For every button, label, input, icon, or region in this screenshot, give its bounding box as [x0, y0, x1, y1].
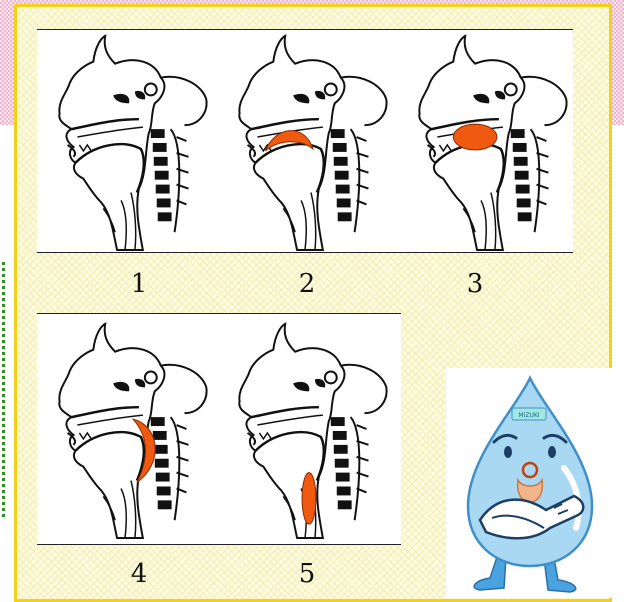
articulation-diagram-4 [37, 313, 217, 545]
highlight-shape-3 [453, 124, 497, 150]
diagram-label-2: 2 [287, 269, 327, 299]
dotted-divider [2, 262, 9, 517]
diagram-label-1: 1 [119, 269, 159, 299]
highlight-shape-5 [302, 473, 316, 525]
articulation-diagram-2 [217, 29, 397, 253]
diagram-label-5: 5 [287, 559, 327, 589]
diagram-label-3: 3 [455, 269, 495, 299]
articulation-diagram-1 [37, 29, 217, 253]
articulation-diagram-3 [397, 29, 573, 253]
articulation-diagram-5 [217, 313, 401, 545]
diagram-label-4: 4 [119, 559, 159, 589]
water-drop-mascot: MIZUKI [446, 368, 614, 598]
mascot-badge-text: MIZUKI [518, 412, 539, 419]
